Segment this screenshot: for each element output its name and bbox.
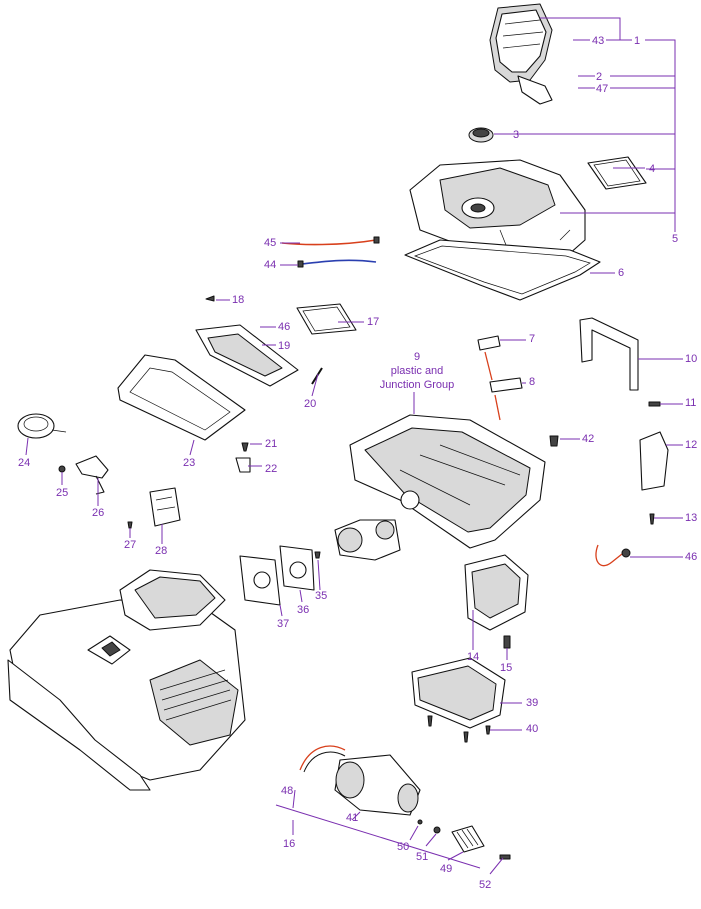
callout-37: 37 [277, 618, 290, 630]
callout-36: 36 [297, 604, 310, 616]
part-6-gasket [404, 239, 601, 301]
group-9-label: 9 plastic and Junction Group [362, 350, 472, 392]
callout-5: 5 [672, 233, 679, 245]
callout-2: 2 [596, 71, 603, 83]
callout-22: 22 [265, 463, 278, 475]
part-1-top-shell [489, 3, 553, 105]
callout-3: 3 [513, 129, 520, 141]
callout-26: 26 [92, 507, 105, 519]
callout-15: 15 [500, 662, 513, 674]
part-24-round-cover [17, 413, 67, 439]
callout-51: 51 [416, 851, 429, 863]
callout-46-right: 46 [685, 551, 698, 563]
part-25-nut [58, 465, 66, 473]
part-26-bracket [75, 455, 109, 495]
callout-28: 28 [155, 545, 168, 557]
callout-35: 35 [315, 590, 328, 602]
part-3-knob [468, 127, 494, 143]
callout-43: 43 [592, 35, 605, 47]
callout-21: 21 [265, 438, 278, 450]
callout-20: 20 [304, 398, 317, 410]
callout-42: 42 [582, 433, 595, 445]
callout-13: 13 [685, 512, 698, 524]
callout-6: 6 [618, 267, 625, 279]
part-42-fastener [549, 435, 559, 447]
callout-19: 19 [278, 340, 291, 352]
callout-49: 49 [440, 863, 453, 875]
callout-48: 48 [281, 785, 294, 797]
callout-23: 23 [183, 457, 196, 469]
part-10-handle [579, 317, 639, 391]
part-7-8-connectors [477, 335, 523, 421]
part-4-seal [587, 156, 647, 190]
callout-50: 50 [397, 841, 410, 853]
callout-8: 8 [529, 376, 536, 388]
part-40-screws [427, 715, 491, 743]
part-18-screw [205, 295, 215, 302]
part-27-screw [127, 521, 133, 529]
callout-4: 4 [649, 163, 656, 175]
group-9-line1: plastic and [390, 365, 444, 377]
part-46-cable [595, 544, 631, 567]
callout-45: 45 [264, 237, 277, 249]
part-12-cover [639, 431, 669, 491]
part-17-plate [296, 303, 357, 335]
callout-24: 24 [18, 457, 31, 469]
callout-7: 7 [529, 333, 536, 345]
group-9-number: 9 [413, 351, 421, 363]
group-9-line2: Junction Group [379, 379, 455, 391]
callout-41: 41 [346, 812, 359, 824]
callout-11: 11 [685, 397, 697, 409]
part-21-22-fasteners [235, 442, 251, 473]
callout-10: 10 [685, 353, 698, 365]
mower-body [7, 569, 246, 791]
callout-27: 27 [124, 539, 137, 551]
leader-lines [25, 17, 683, 875]
callout-16: 16 [283, 838, 296, 850]
callout-46-left: 46 [278, 321, 291, 333]
part-28-switch [149, 487, 181, 527]
callout-1: 1 [634, 35, 641, 47]
callout-12: 12 [685, 439, 698, 451]
part-motor-assembly [334, 519, 401, 561]
part-23-tray [117, 354, 246, 441]
callout-17: 17 [367, 316, 380, 328]
callout-18: 18 [232, 294, 245, 306]
callout-52: 52 [479, 879, 492, 891]
callout-14: 14 [467, 651, 480, 663]
part-44-45-wires [281, 236, 380, 268]
part-39-battery-box [411, 657, 506, 729]
part-9-base-housing [349, 414, 546, 549]
callout-44: 44 [264, 259, 277, 271]
part-14-module [464, 554, 529, 631]
part-11-screw [648, 401, 661, 407]
callout-39: 39 [526, 697, 539, 709]
callout-25: 25 [56, 487, 69, 499]
part-49-50-51-52-small-parts [417, 819, 511, 860]
part-13-screw [649, 513, 655, 525]
part-41-motor [299, 745, 421, 816]
part-35-36-37-plates [239, 545, 321, 606]
part-15-pin [503, 635, 511, 649]
part-19-board [195, 324, 299, 387]
callout-40: 40 [526, 723, 539, 735]
callout-47: 47 [596, 83, 609, 95]
